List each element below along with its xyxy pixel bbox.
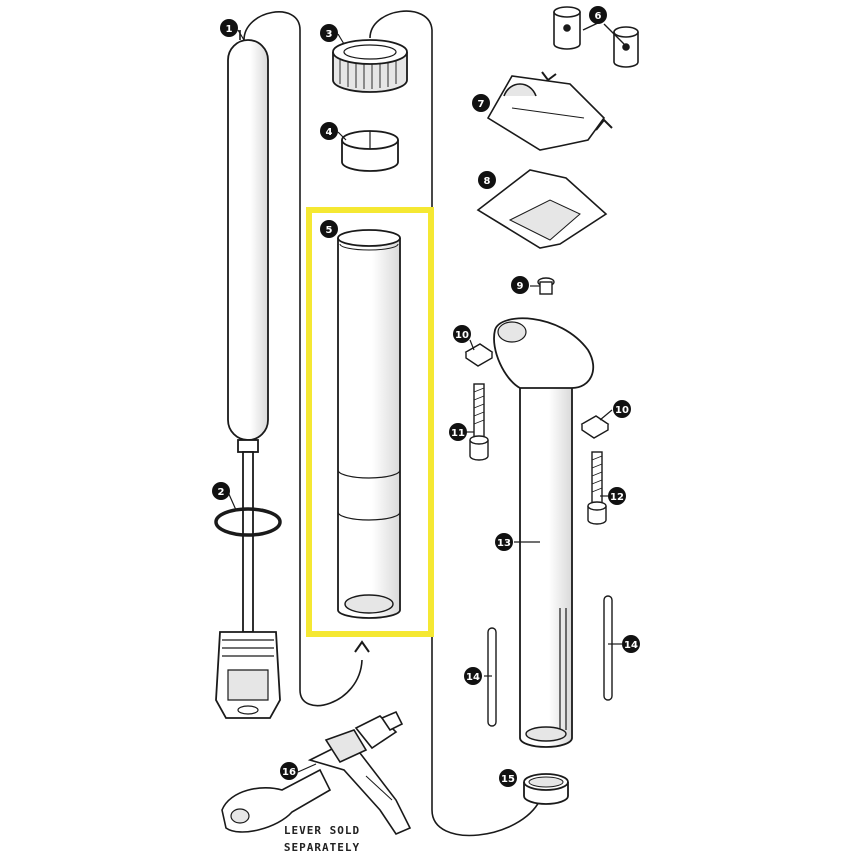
- lever-note: LEVER SOLD SEPARATELY: [284, 824, 360, 854]
- callout-11: 11: [449, 423, 467, 441]
- svg-text:10: 10: [615, 405, 629, 416]
- callout-15: 15: [499, 769, 517, 787]
- svg-text:7: 7: [478, 99, 485, 110]
- lever-note-line-1: LEVER SOLD: [284, 824, 360, 837]
- part-1-cartridge: [215, 39, 281, 719]
- svg-text:9: 9: [517, 281, 524, 292]
- svg-text:8: 8: [484, 176, 491, 187]
- part-12-bolt: [587, 451, 607, 525]
- leader-2: [227, 491, 237, 511]
- part-14-keys: [487, 595, 613, 727]
- connector-3: [369, 10, 541, 837]
- part-3-top-nut: [332, 39, 408, 93]
- svg-text:2: 2: [218, 487, 225, 498]
- part-10-square-nuts: [464, 343, 610, 439]
- leader-3: [337, 33, 345, 45]
- svg-text:14: 14: [466, 672, 480, 683]
- callout-2: 2: [212, 482, 230, 500]
- part-8-lower-clamp: [476, 169, 608, 249]
- part-13-outer-tube: [493, 317, 594, 748]
- part-7-upper-clamp: [486, 75, 606, 151]
- highlight-box: [306, 207, 434, 637]
- svg-text:3: 3: [326, 29, 333, 40]
- callout-10a: 10: [453, 325, 471, 343]
- part-11-bolt: [469, 383, 489, 461]
- leader-4: [337, 131, 347, 141]
- leader-1: [237, 29, 245, 41]
- callout-6: 6: [589, 6, 607, 24]
- callout-14b: 14: [622, 635, 640, 653]
- callout-4: 4: [320, 122, 338, 140]
- svg-text:12: 12: [610, 492, 624, 503]
- part-15-collar: [523, 773, 569, 805]
- part-9-small-screw: [537, 277, 555, 295]
- callout-1: 1: [220, 19, 238, 37]
- part-4-bushing: [341, 130, 399, 172]
- arrowhead-6a: [541, 71, 557, 82]
- svg-text:1: 1: [226, 24, 233, 35]
- leader-10b: [599, 409, 613, 421]
- part-6-barrel-nuts: [553, 6, 639, 68]
- svg-text:16: 16: [282, 767, 296, 778]
- callout-badges: 1 2 3 4 5 6 7 8 9 10 10 11 12 13 14 14 1…: [212, 6, 640, 787]
- arrowhead-5: [354, 640, 370, 653]
- callout-14a: 14: [464, 667, 482, 685]
- svg-text:13: 13: [497, 538, 511, 549]
- callout-5: 5: [320, 220, 338, 238]
- connector-1: [243, 11, 363, 707]
- callout-8: 8: [478, 171, 496, 189]
- callout-3: 3: [320, 24, 338, 42]
- part-16-remote-lever: [221, 710, 412, 835]
- svg-text:15: 15: [501, 774, 515, 785]
- callout-12: 12: [608, 487, 626, 505]
- leader-lines: [227, 29, 622, 773]
- lever-note-line-2: SEPARATELY: [284, 841, 360, 854]
- svg-text:4: 4: [326, 127, 333, 138]
- callout-13: 13: [495, 533, 513, 551]
- leader-10a: [469, 339, 475, 351]
- svg-text:10: 10: [455, 330, 469, 341]
- leader-16: [297, 763, 317, 773]
- callout-10b: 10: [613, 400, 631, 418]
- connector-lines: [239, 10, 541, 837]
- callout-7: 7: [472, 94, 490, 112]
- svg-text:5: 5: [326, 225, 333, 236]
- callout-16: 16: [280, 762, 298, 780]
- svg-text:14: 14: [624, 640, 638, 651]
- part-5-inner-tube: [337, 229, 401, 619]
- svg-text:6: 6: [595, 11, 602, 22]
- callout-9: 9: [511, 276, 529, 294]
- part-2-o-ring: [214, 507, 282, 537]
- svg-text:11: 11: [451, 428, 465, 439]
